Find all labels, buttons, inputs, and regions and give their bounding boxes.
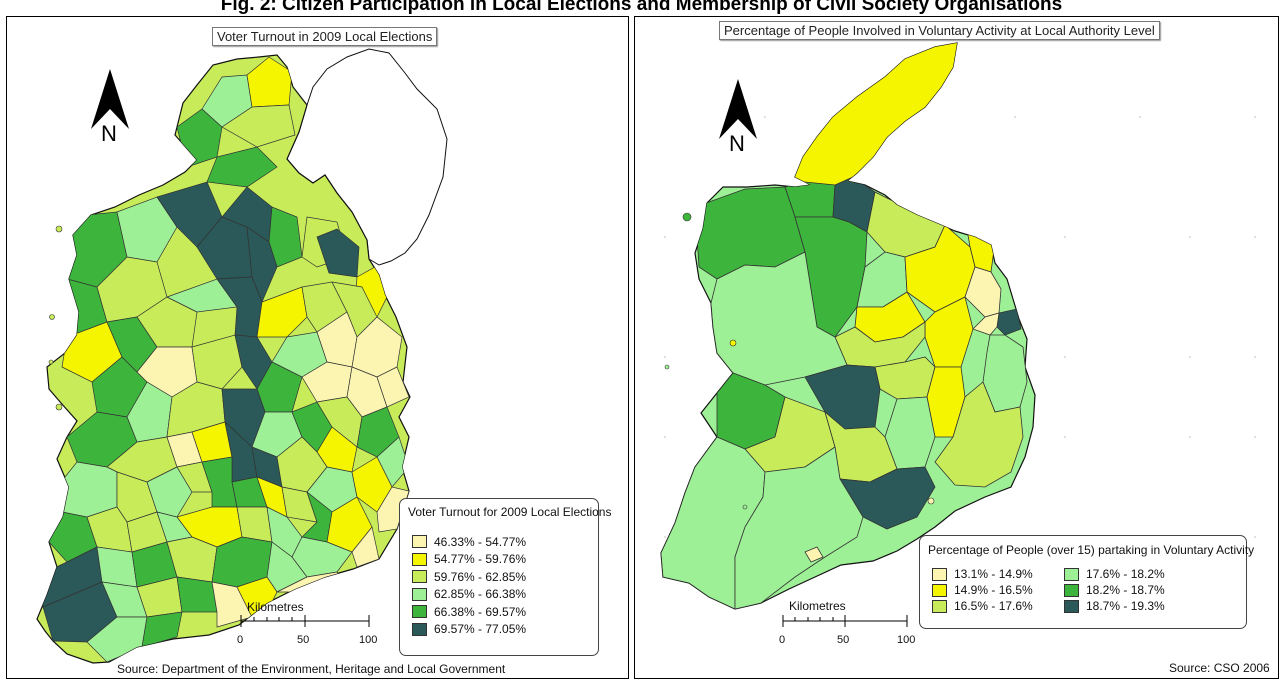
map-legend: Percentage of People (over 15) partaking…: [919, 535, 1255, 629]
voter-turnout-map: N Kilometres 0 50 100: [36, 48, 448, 664]
map-title: Percentage of People Involved in Volunta…: [719, 21, 1160, 40]
legend-label: 66.38% - 69.57%: [434, 604, 527, 619]
source-note: Source: Department of the Environment, H…: [117, 662, 506, 676]
legend-label: 13.1% - 14.9%: [954, 567, 1033, 581]
map-title: Voter Turnout in 2009 Local Elections: [212, 27, 438, 46]
legend-label: 46.33% - 54.77%: [434, 534, 527, 549]
legend-item: 46.33% - 54.77%: [412, 533, 590, 551]
legend-item: 18.2% - 18.7%: [1064, 582, 1204, 598]
scale-tick-100: 100: [359, 634, 377, 646]
scale-tick-50: 50: [297, 634, 309, 646]
legend-item: 62.85% - 66.38%: [412, 586, 590, 604]
legend-item: 18.7% - 19.3%: [1064, 598, 1204, 614]
legend-label: 17.6% - 18.2%: [1086, 567, 1165, 581]
scale-tick-50: 50: [837, 634, 849, 646]
figure-title: Fig. 2: Citizen Participation in Local E…: [220, 0, 1063, 15]
legend-item: 66.38% - 69.57%: [412, 603, 590, 621]
scale-tick-100: 100: [897, 634, 915, 646]
legend-heading: Voter Turnout for 2009 Local Elections: [408, 505, 612, 519]
legend-label: 18.2% - 18.7%: [1086, 583, 1165, 597]
legend-item: 13.1% - 14.9%: [932, 566, 1064, 582]
legend-label: 54.77% - 59.76%: [434, 552, 527, 567]
legend-item: 69.57% - 77.05%: [412, 621, 590, 639]
legend-item: 54.77% - 59.76%: [412, 551, 590, 569]
legend-rows: 13.1% - 14.9% 17.6% - 18.2% 14.9% - 16.5% 1…: [928, 566, 1238, 614]
graticule-dots: [664, 116, 1256, 538]
scale-title: Kilometres: [247, 600, 304, 614]
scale-tick-0: 0: [779, 634, 785, 646]
legend-item: 17.6% - 18.2%: [1064, 566, 1204, 582]
legend-item: 14.9% - 16.5%: [932, 582, 1064, 598]
map-legend: Voter Turnout for 2009 Local Elections 4…: [399, 498, 612, 656]
scale-tick-0: 0: [237, 634, 243, 646]
scale-bar: Kilometres 0 50 100: [237, 600, 377, 646]
legend-item: 16.5% - 17.6%: [932, 598, 1064, 614]
legend-item: 59.76% - 62.85%: [412, 568, 590, 586]
legend-swatch: [1064, 583, 1079, 597]
legend-swatch: [932, 583, 947, 597]
legend-heading: Percentage of People (over 15) partaking…: [928, 543, 1255, 557]
legend-swatch: [1064, 567, 1079, 581]
legend-swatch: [412, 535, 427, 549]
islands: [48, 225, 63, 411]
north-label: N: [101, 121, 117, 146]
legend-label: 62.85% - 66.38%: [434, 587, 527, 602]
legend-swatch: [412, 570, 427, 584]
legend-swatch: [1064, 599, 1079, 613]
legend-label: 18.7% - 19.3%: [1086, 599, 1165, 613]
source-note: Source: CSO 2006: [1169, 661, 1270, 675]
local-authority-areas: [661, 43, 1028, 609]
scale-bar: Kilometres 0 50 100: [779, 599, 915, 646]
north-arrow: N: [719, 79, 757, 156]
north-label: N: [729, 131, 745, 156]
legend-label: 59.76% - 62.85%: [434, 569, 527, 584]
legend-swatch: [932, 599, 947, 613]
legend-swatch: [412, 587, 427, 601]
legend-swatch: [412, 622, 427, 636]
legend-label: 69.57% - 77.05%: [434, 622, 527, 637]
legend-swatch: [412, 552, 427, 566]
voluntary-activity-map: N Kilometres 0 50 100: [660, 42, 1256, 646]
legend-rows: 46.33% - 54.77% 54.77% - 59.76% 59.76% - 6…: [408, 533, 590, 638]
voluntary-activity-map-panel: N Kilometres 0 50 100 Percentage of Peop…: [634, 16, 1279, 679]
legend-swatch: [932, 567, 947, 581]
legend-swatch: [412, 605, 427, 619]
scale-title: Kilometres: [789, 599, 846, 613]
north-arrow: N: [91, 69, 129, 146]
legend-label: 16.5% - 17.6%: [954, 599, 1033, 613]
voter-turnout-map-panel: N Kilometres 0 50 100 Voter Turnout in 2…: [6, 16, 629, 679]
legend-label: 14.9% - 16.5%: [954, 583, 1033, 597]
islands: [664, 212, 935, 510]
